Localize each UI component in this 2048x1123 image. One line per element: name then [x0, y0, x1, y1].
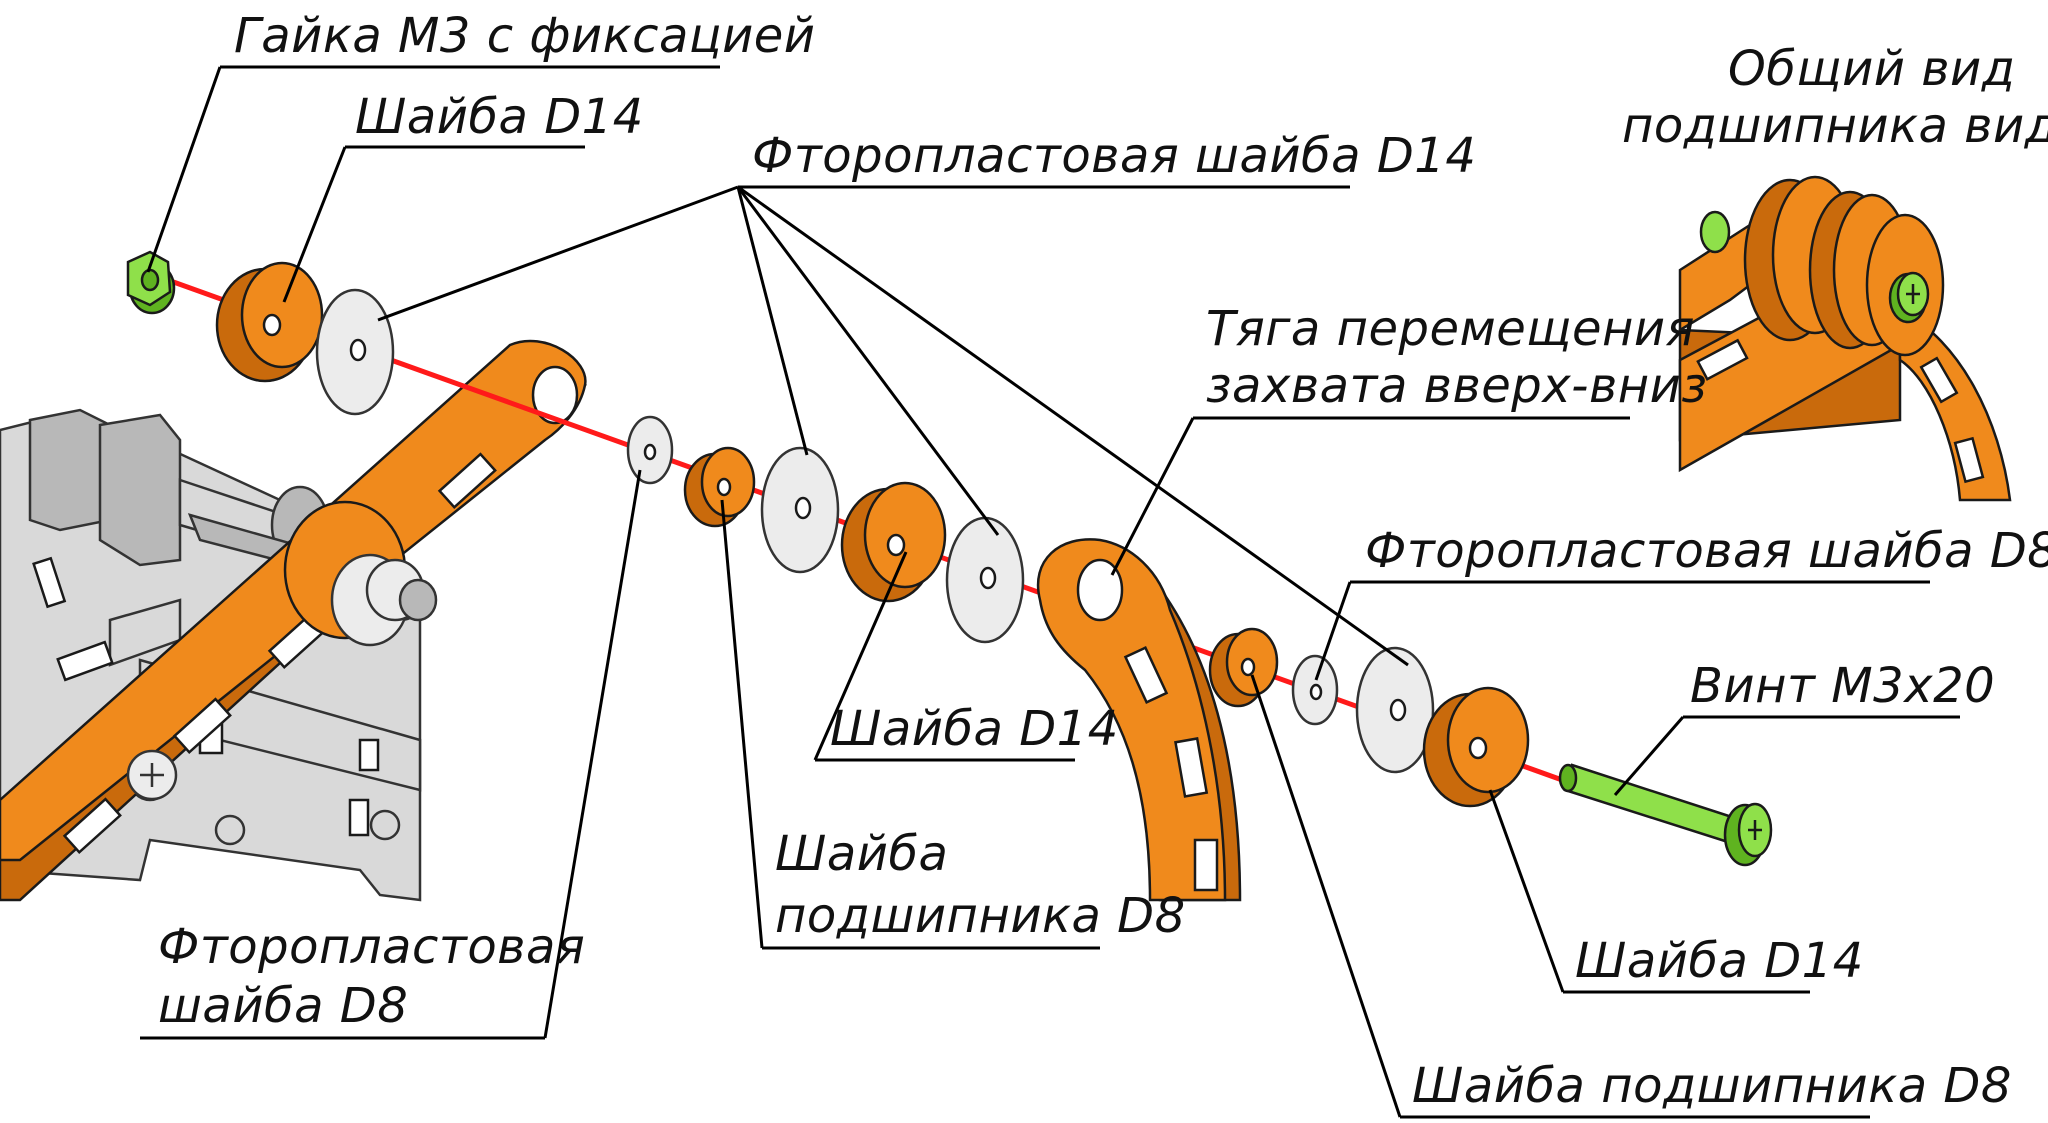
washer-d14-mid-part — [840, 481, 947, 603]
bearing-washer-d8-second-part — [1208, 627, 1279, 708]
ptfe-washer-d14-fourth-part — [1355, 646, 1435, 774]
label-washer-d14-right: Шайба D14 — [1575, 933, 1864, 989]
label-rod-line1: Тяга перемещения — [1206, 301, 1695, 357]
label-rod-line2: захвата вверх-вниз — [1206, 358, 1707, 414]
bearing-inset-view — [1678, 170, 2048, 502]
washer-d14-right-part — [1422, 686, 1530, 808]
washer-d14-top-part — [215, 261, 324, 383]
orange-lever-arm — [0, 339, 587, 902]
label-ptfe-washer-d8-left-line1: Фторопластовая — [158, 919, 585, 975]
ptfe-washer-d8-right-part — [1291, 654, 1339, 726]
label-ptfe-washer-d8-right: Фторопластовая шайба D8 — [1365, 523, 2048, 579]
label-ptfe-washer-d14: Фторопластовая шайба D14 — [752, 128, 1476, 184]
ptfe-washer-d14-third-part — [945, 516, 1025, 644]
screw-m3x20-part — [1558, 763, 1773, 867]
label-bearing-washer-d8-mid-line2: подшипника D8 — [775, 888, 1186, 944]
label-inset-title-line2: подшипника вида "Г" — [1622, 98, 2048, 154]
label-ptfe-washer-d8-left-line2: шайба D8 — [158, 978, 408, 1034]
leader-lines — [140, 65, 1960, 1119]
label-nut-m3: Гайка М3 с фиксацией — [234, 8, 816, 64]
nut-m3-part — [126, 250, 176, 315]
label-washer-d14-mid: Шайба D14 — [830, 701, 1119, 757]
ptfe-washer-d8-small-part — [626, 415, 674, 485]
label-screw-m3x20: Винт М3х20 — [1690, 658, 1995, 714]
label-inset-title-line1: Общий вид — [1728, 41, 2015, 97]
label-bearing-washer-d8-mid-line1: Шайба — [775, 826, 948, 882]
ptfe-washer-d14-second-part — [760, 446, 840, 574]
lift-rod-part — [1036, 538, 1242, 902]
label-washer-d14-top: Шайба D14 — [355, 89, 644, 145]
bearing-washer-d8-part — [683, 446, 756, 528]
ptfe-washer-d14-part — [315, 288, 395, 416]
label-bearing-washer-d8-bottom: Шайба подшипника D8 — [1412, 1058, 2012, 1114]
